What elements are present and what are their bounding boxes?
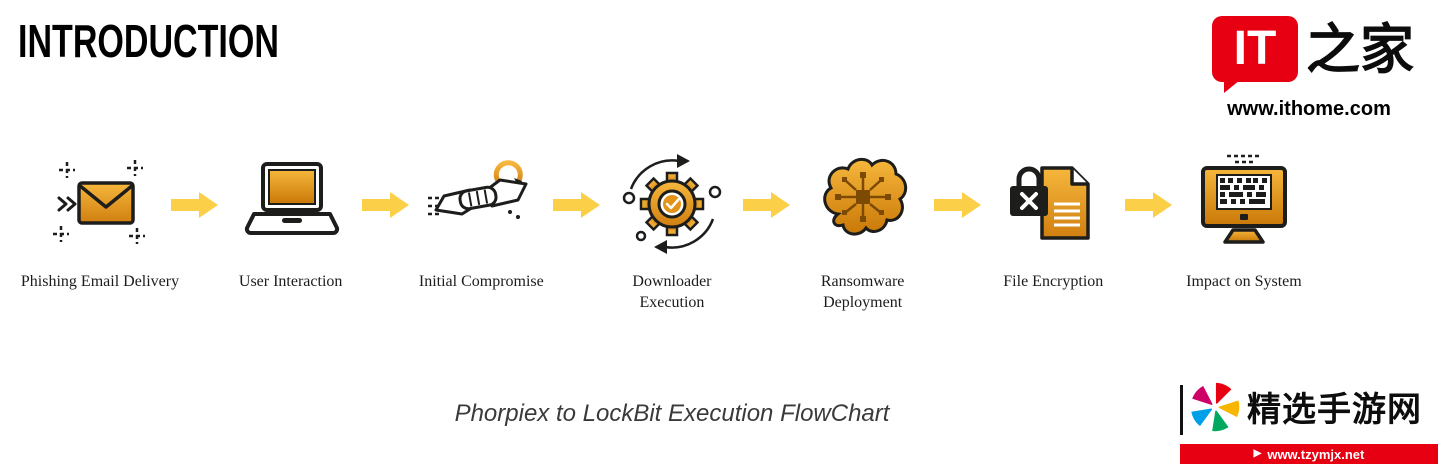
watermark-site-name: 精选手游网 [1247, 389, 1422, 430]
speech-bubble-tail [1224, 80, 1240, 93]
flow-step-file-encryption: File Encryption [993, 148, 1113, 293]
right-block-arrow-icon [743, 190, 791, 225]
flow-step-ransomware-deployment: Ransomware Deployment [803, 148, 923, 314]
chart-caption: Phorpiex to LockBit Execution FlowChart [454, 400, 890, 427]
flow-step-user-interaction: User Interaction [231, 148, 351, 293]
ithome-logo: IT 之家 www.ithome.com [1204, 16, 1414, 121]
ithome-url: www.ithome.com [1227, 98, 1391, 120]
ithome-speech-bubble-icon: IT [1212, 16, 1298, 93]
brain-circuit-icon [808, 148, 918, 258]
watermark-url-banner: ▶ www.tzymjx.net [1178, 442, 1440, 466]
ithome-brand-short: IT [1233, 22, 1277, 75]
right-block-arrow-icon [933, 190, 982, 225]
handshake-refresh-icon [426, 148, 536, 258]
locked-file-icon [998, 148, 1108, 258]
watermark: 精选手游网 ▶ www.tzymjx.net [1178, 379, 1440, 466]
right-block-arrow-icon [1124, 190, 1173, 225]
step-label: User Interaction [238, 273, 343, 290]
play-triangle-icon: ▶ [1253, 448, 1262, 459]
right-block-arrow-icon [171, 190, 219, 225]
step-label: Ransomware Deployment [820, 273, 905, 311]
watermark-divider [1180, 384, 1183, 435]
phishing-email-icon [45, 148, 155, 258]
step-label: Phishing Email Delivery [20, 273, 180, 290]
right-block-arrow-icon [361, 190, 410, 225]
pinwheel-icon [1187, 379, 1243, 440]
right-block-arrow-icon [552, 190, 601, 225]
flow-step-impact-on-system: Impact on System [1184, 148, 1304, 293]
monitor-qr-icon [1189, 148, 1299, 258]
page-title: INTRODUCTION [18, 15, 279, 67]
step-label: Downloader Execution [632, 273, 712, 311]
step-label: Impact on System [1186, 273, 1302, 290]
step-label: Initial Compromise [418, 273, 544, 290]
watermark-url: www.tzymjx.net [1267, 446, 1365, 462]
flow-step-initial-compromise: Initial Compromise [418, 148, 544, 293]
ithome-brand-cn: 之家 [1306, 17, 1414, 81]
step-label: File Encryption [1003, 273, 1104, 290]
flowchart: Phishing Email Delivery User Interaction [21, 148, 1304, 314]
laptop-icon [236, 148, 346, 258]
flow-step-phishing-email: Phishing Email Delivery [21, 148, 179, 293]
gear-checkmark-icon [617, 148, 727, 258]
flow-step-downloader-execution: Downloader Execution [612, 148, 732, 314]
